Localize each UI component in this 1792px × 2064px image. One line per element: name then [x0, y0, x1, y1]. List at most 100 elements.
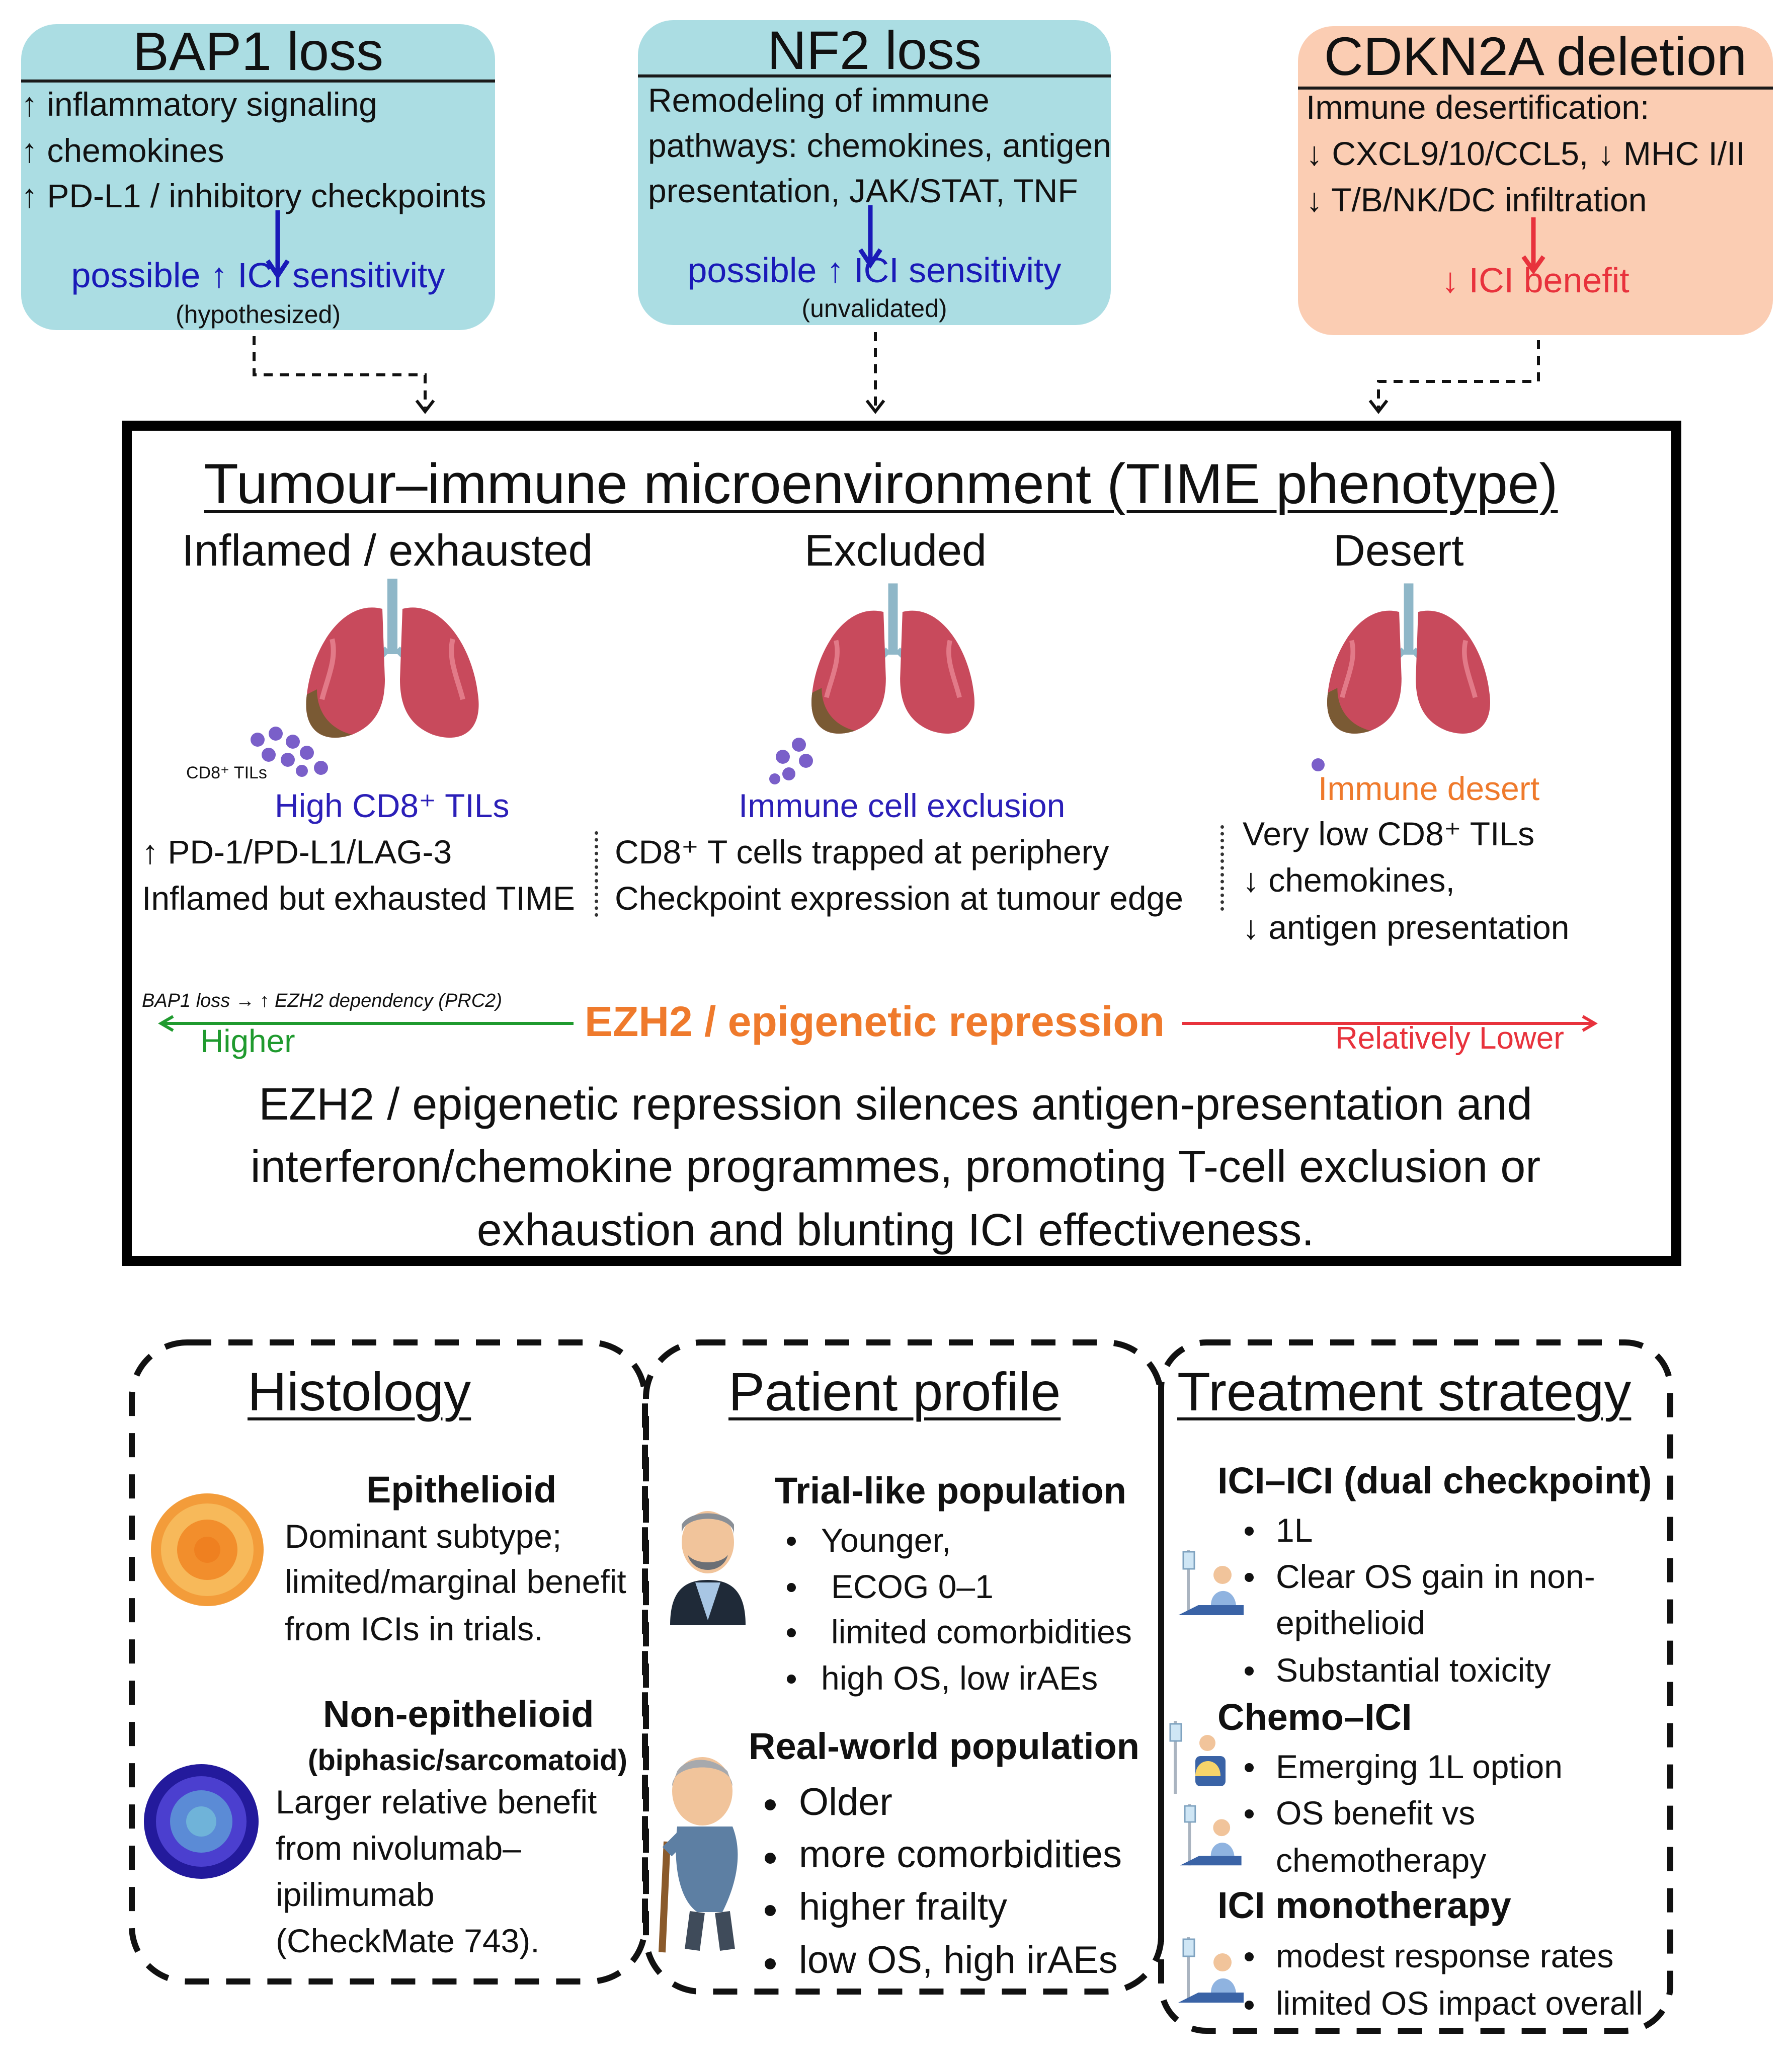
excluded-label: Immune cell exclusion	[739, 787, 1066, 824]
patient-title: Patient profile	[728, 1361, 1061, 1422]
time-summary-line-3: exhaustion and blunting ICI effectivenes…	[476, 1205, 1315, 1255]
chemo-ici-bullet-2	[1245, 1809, 1254, 1818]
real-world-item-4: low OS, high irAEs	[799, 1939, 1118, 1981]
treatment-title: Treatment strategy	[1177, 1361, 1632, 1422]
ici-mono-bullet-2	[1245, 2001, 1254, 2010]
cd8-cells-inflamed-icon	[251, 727, 328, 777]
epithelioid-line-1: Dominant subtype;	[285, 1518, 562, 1555]
ezh2-lower-label: Relatively Lower	[1335, 1021, 1564, 1056]
ici-ici-bullet-4	[1245, 1666, 1254, 1676]
nf2-line-3: presentation, JAK/STAT, TNF	[648, 172, 1078, 209]
cdkn2a-line-1: Immune desertification:	[1306, 89, 1650, 126]
cdkn2a-line-2: ↓ CXCL9/10/CCL5, ↓ MHC I/II	[1306, 135, 1745, 172]
cd8-cells-excluded-icon	[769, 738, 813, 784]
excluded-line-1: CD8⁺ T cells trapped at periphery	[615, 833, 1109, 870]
chemo-ici-bullet-1	[1245, 1763, 1254, 1772]
non-epithelioid-line-3: ipilimumab	[276, 1876, 435, 1913]
trial-bullet-1	[787, 1537, 796, 1546]
excluded-line-2: Checkpoint expression at tumour edge	[615, 880, 1183, 917]
epithelioid-line-3: from ICIs in trials.	[285, 1610, 543, 1647]
non-epithelioid-line-1: Larger relative benefit	[276, 1783, 597, 1820]
bap1-down-arrow-icon	[266, 210, 290, 280]
ici-ici-item-2: Clear OS gain in non-	[1276, 1558, 1595, 1595]
lung-icon-excluded	[811, 583, 975, 734]
real-world-bullet-4	[765, 1958, 776, 1969]
real-world-heading: Real-world population	[749, 1725, 1139, 1767]
real-world-bullet-1	[765, 1799, 776, 1810]
infusion-icon-chemo-ici	[1180, 1804, 1242, 1866]
ici-mono-item-1: modest response rates	[1276, 1937, 1614, 1974]
trial-heading: Trial-like population	[775, 1470, 1126, 1512]
ici-ici-item-4: Substantial toxicity	[1276, 1651, 1551, 1689]
bap1-line-3: ↑ PD-L1 / inhibitory checkpoints	[21, 177, 486, 214]
ezh2-left-arrow	[158, 1015, 574, 1032]
lung-icon-inflamed	[306, 579, 479, 738]
nf2-conclusion: possible ↑ ICI sensitivity	[687, 251, 1062, 290]
ezh2-bap1-note: BAP1 loss → ↑ EZH2 dependency (PRC2)	[142, 990, 502, 1011]
non-epithelioid-subheading: (biphasic/sarcomatoid)	[308, 1744, 627, 1777]
non-epithelioid-cell-icon	[144, 1764, 259, 1879]
bap1-box: BAP1 loss ↑ inflammatory signaling ↑ che…	[21, 24, 495, 330]
ezh2-higher-label: Higher	[200, 1023, 295, 1059]
older-patient-icon	[659, 1757, 738, 1953]
inflamed-line-2: Inflamed but exhausted TIME	[142, 880, 575, 917]
trial-item-3: limited comorbidities	[831, 1613, 1132, 1650]
divider-2	[1220, 825, 1224, 911]
nf2-line-1: Remodeling of immune	[648, 82, 990, 119]
epithelioid-heading: Epithelioid	[366, 1469, 557, 1511]
cd8-tils-mini-label: CD8⁺ TILs	[186, 763, 267, 782]
connector-arrows	[253, 332, 1540, 414]
bap1-line-1: ↑ inflammatory signaling	[21, 86, 377, 123]
cdkn2a-conclusion: ↓ ICI benefit	[1441, 261, 1630, 300]
real-world-bullet-3	[765, 1905, 776, 1916]
desert-line-1: Very low CD8⁺ TILs	[1243, 815, 1535, 852]
cdkn2a-line-3: ↓ T/B/NK/DC infiltration	[1306, 181, 1647, 218]
trial-bullet-4	[787, 1675, 796, 1684]
trial-bullet-3	[787, 1628, 796, 1637]
ici-ici-heading: ICI–ICI (dual checkpoint)	[1217, 1460, 1652, 1501]
ici-ici-bullet-2	[1245, 1573, 1254, 1582]
inflamed-heading: Inflamed / exhausted	[182, 525, 593, 575]
trial-item-2: ECOG 0–1	[831, 1568, 994, 1605]
trial-item-4: high OS, low irAEs	[821, 1659, 1098, 1697]
trial-item-1: Younger,	[821, 1522, 951, 1559]
cdkn2a-down-arrow-icon	[1521, 217, 1545, 275]
ici-mono-heading: ICI monotherapy	[1217, 1884, 1511, 1926]
bap1-title: BAP1 loss	[132, 21, 384, 82]
nf2-note: (unvalidated)	[801, 294, 947, 323]
cd8-cell-desert-icon	[1312, 758, 1325, 771]
desert-line-3: ↓ antigen presentation	[1243, 909, 1570, 946]
bap1-note: (hypothesized)	[176, 300, 341, 329]
chemo-ici-item-3: chemotherapy	[1276, 1842, 1487, 1879]
nf2-title-rule	[638, 74, 1111, 77]
ezh2-right-arrow	[1182, 1015, 1598, 1032]
real-world-bullet-2	[765, 1853, 776, 1864]
trial-bullet-2	[787, 1583, 796, 1592]
cdkn2a-box: CDKN2A deletion Immune desertification: …	[1298, 26, 1773, 335]
ici-mono-bullet-1	[1245, 1952, 1254, 1961]
real-world-item-1: Older	[799, 1781, 892, 1823]
non-epithelioid-line-2: from nivolumab–	[276, 1830, 521, 1867]
histology-title: Histology	[248, 1361, 471, 1422]
non-epithelioid-line-4: (CheckMate 743).	[276, 1922, 540, 1959]
ici-ici-item-1: 1L	[1276, 1512, 1313, 1549]
inflamed-line-1: ↑ PD-1/PD-L1/LAG-3	[142, 833, 452, 870]
real-world-item-2: more comorbidities	[799, 1833, 1122, 1876]
infusion-icon-ici-mono	[1178, 1937, 1244, 2003]
time-summary-line-2: interferon/chemokine programmes, promoti…	[250, 1142, 1541, 1192]
desert-heading: Desert	[1333, 525, 1464, 575]
time-title: Tumour–immune microenvironment (TIME phe…	[204, 452, 1558, 515]
desert-line-2: ↓ chemokines,	[1243, 861, 1455, 899]
time-summary-line-1: EZH2 / epigenetic repression silences an…	[259, 1079, 1532, 1130]
time-panel	[122, 421, 1681, 1266]
epithelioid-cell-icon	[151, 1493, 264, 1606]
ici-ici-item-3: epithelioid	[1276, 1604, 1426, 1641]
epithelioid-line-2: limited/marginal benefit	[285, 1563, 626, 1600]
nf2-line-2: pathways: chemokines, antigen	[648, 127, 1111, 164]
ezh2-label: EZH2 / epigenetic repression	[585, 998, 1165, 1045]
desert-label: Immune desert	[1318, 770, 1540, 807]
ici-mono-item-2: limited OS impact overall	[1276, 1984, 1643, 2022]
chemo-ici-item-2: OS benefit vs	[1276, 1794, 1476, 1832]
bap1-line-2: ↑ chemokines	[21, 132, 224, 169]
